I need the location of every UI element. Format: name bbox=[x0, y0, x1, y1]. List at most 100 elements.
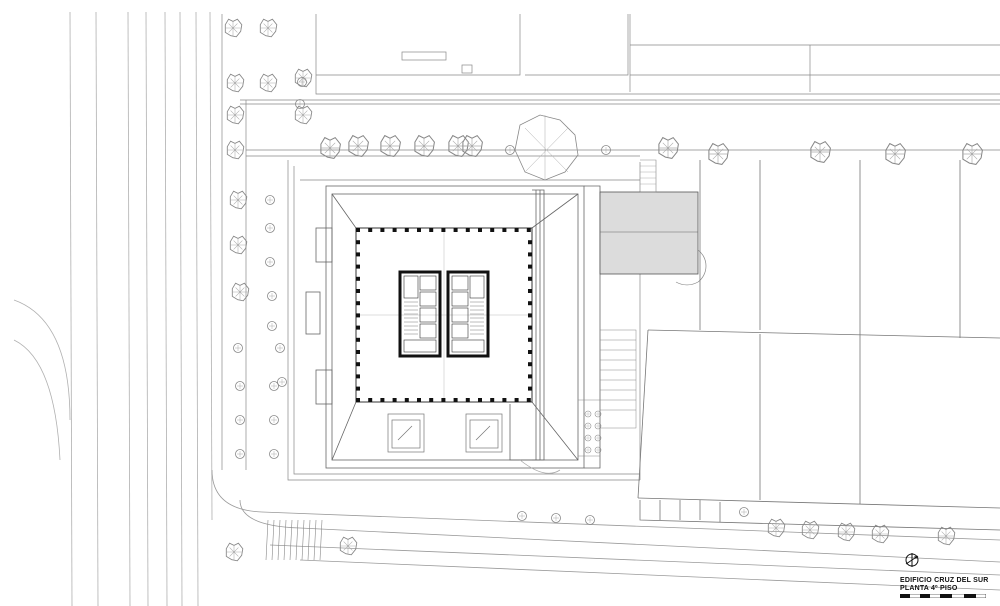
column-icon bbox=[356, 289, 360, 293]
column-icon bbox=[404, 228, 409, 232]
column-icon bbox=[356, 337, 360, 342]
tree-icon bbox=[259, 73, 278, 93]
column-icon bbox=[368, 398, 373, 402]
tree-icon bbox=[937, 526, 956, 546]
column-icon bbox=[441, 228, 446, 232]
column-icon bbox=[465, 398, 470, 402]
column-icon bbox=[417, 228, 421, 232]
tree-icon bbox=[233, 343, 243, 353]
column-icon bbox=[392, 398, 397, 402]
tree-icon bbox=[225, 542, 244, 562]
column-icon bbox=[528, 325, 532, 330]
column-icon bbox=[429, 228, 434, 232]
tree-icon bbox=[259, 18, 278, 38]
column-icon bbox=[528, 362, 532, 367]
tree-icon bbox=[226, 73, 245, 93]
column-icon bbox=[417, 398, 421, 402]
tree-icon bbox=[414, 135, 435, 157]
column-icon bbox=[490, 228, 495, 232]
drawing-subtitle: PLANTA 4º PISO bbox=[900, 585, 958, 592]
crosswalk bbox=[265, 519, 323, 561]
tree-icon bbox=[739, 507, 749, 517]
column-icon bbox=[478, 398, 482, 402]
cross-street bbox=[211, 469, 1000, 591]
column-icon bbox=[528, 276, 532, 281]
column-icon bbox=[528, 386, 532, 391]
column-icon bbox=[528, 313, 532, 318]
avenue-lanes bbox=[13, 11, 213, 606]
column-icon bbox=[528, 264, 532, 269]
column-icon bbox=[404, 398, 409, 402]
column-icon bbox=[356, 325, 360, 330]
column-icon bbox=[514, 398, 519, 402]
lower-vents bbox=[387, 413, 503, 453]
right-stair bbox=[577, 329, 637, 457]
column-icon bbox=[368, 228, 373, 232]
column-icon bbox=[356, 362, 360, 367]
column-icon bbox=[429, 398, 434, 402]
column-icon bbox=[514, 228, 519, 232]
column-icon bbox=[441, 398, 446, 402]
tree-icon bbox=[962, 143, 983, 165]
column-icon bbox=[502, 398, 507, 402]
column-icon bbox=[465, 228, 470, 232]
tree-icon bbox=[235, 415, 245, 425]
column-icon bbox=[528, 240, 532, 245]
tree-icon bbox=[229, 235, 248, 255]
tree-icon bbox=[551, 513, 561, 523]
column-icon bbox=[356, 240, 360, 245]
tree-icon bbox=[235, 449, 245, 459]
tree-icon bbox=[339, 536, 358, 556]
tree-icon bbox=[226, 105, 245, 125]
tree-icon bbox=[708, 143, 729, 165]
column-icon bbox=[478, 228, 482, 232]
column-icon bbox=[490, 398, 495, 402]
tree-icon bbox=[348, 135, 369, 157]
tree-icon bbox=[226, 140, 245, 160]
tree-icon bbox=[585, 515, 595, 525]
column-icon bbox=[356, 252, 360, 257]
tree-icon bbox=[269, 415, 279, 425]
neighbour-building-right bbox=[637, 160, 1000, 531]
column-icon bbox=[453, 398, 458, 402]
tree-icon bbox=[885, 143, 906, 165]
tree-icon bbox=[584, 410, 592, 418]
column-icon bbox=[356, 264, 360, 269]
column-icon bbox=[453, 228, 458, 232]
tree-icon bbox=[267, 291, 277, 301]
tree-icon bbox=[269, 381, 279, 391]
drawing-title: EDIFICIO CRUZ DEL SUR bbox=[900, 577, 989, 584]
column-icon bbox=[356, 276, 360, 281]
large-tree bbox=[514, 114, 579, 474]
tree-icon bbox=[801, 520, 820, 540]
title-block: EDIFICIO CRUZ DEL SUR PLANTA 4º PISO bbox=[900, 550, 996, 600]
column-icon bbox=[356, 398, 360, 402]
tree-icon bbox=[517, 511, 527, 521]
column-icon bbox=[356, 301, 360, 306]
column-icon bbox=[502, 228, 507, 232]
column-icon bbox=[528, 337, 532, 342]
column-icon bbox=[356, 313, 360, 318]
neighbour-parcels-top bbox=[240, 14, 1000, 105]
tower-slab bbox=[355, 227, 533, 403]
tree-icon bbox=[265, 257, 275, 267]
north-arrow-icon bbox=[905, 553, 919, 567]
column-icon bbox=[356, 350, 360, 354]
column-icon bbox=[356, 228, 360, 232]
column-icon bbox=[356, 386, 360, 391]
tree-icon bbox=[380, 135, 401, 157]
tree-icon bbox=[265, 223, 275, 233]
tree-icon bbox=[294, 105, 313, 125]
tree-icon bbox=[269, 449, 279, 459]
tree-icon bbox=[265, 195, 275, 205]
trees bbox=[224, 18, 983, 562]
tree-icon bbox=[229, 190, 248, 210]
column-icon bbox=[528, 350, 532, 354]
tower-podium bbox=[305, 185, 601, 469]
tree-icon bbox=[658, 137, 679, 159]
tree-icon bbox=[275, 343, 285, 353]
column-icon bbox=[526, 398, 531, 402]
building-core bbox=[398, 270, 490, 358]
tree-icon bbox=[224, 18, 243, 38]
